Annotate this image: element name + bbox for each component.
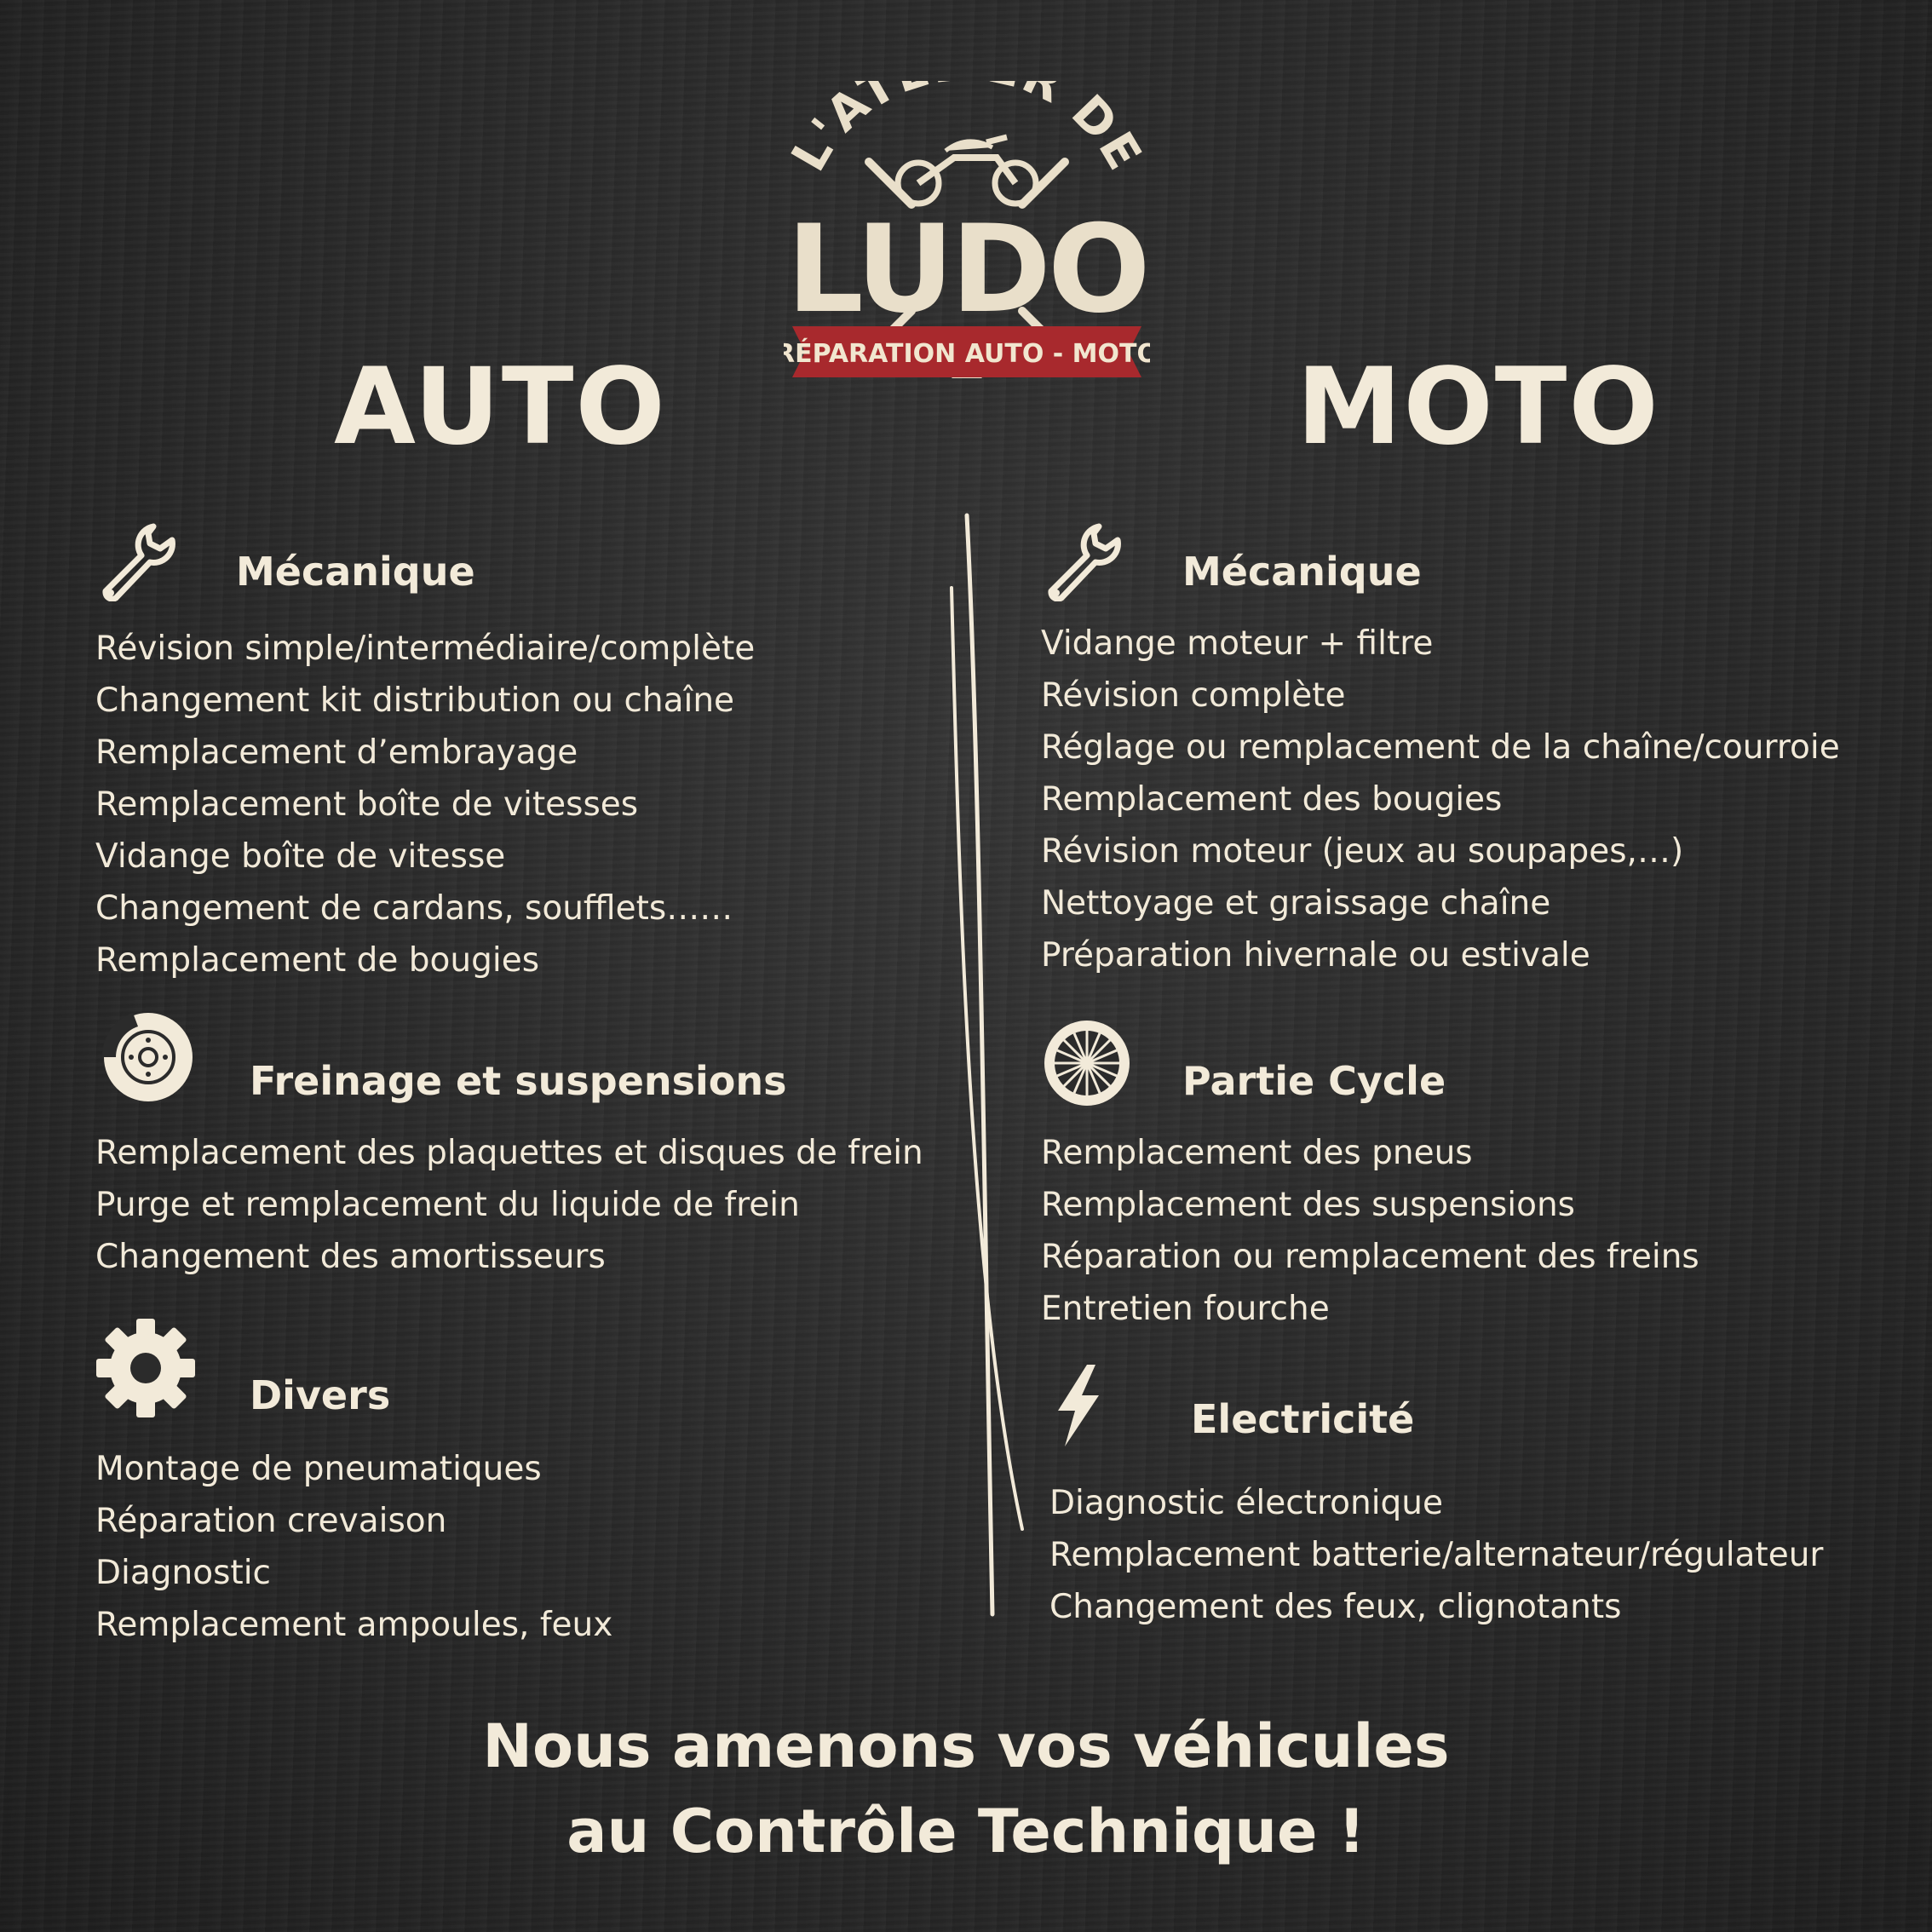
list-item: Montage de pneumatiques	[95, 1450, 542, 1488]
wrench-icon	[102, 523, 175, 601]
brand-logo: L'ATELIER DE LUDO RÉPARATION AUTO - MOTO	[775, 36, 1159, 388]
list-item: Réparation ou remplacement des freins	[1041, 1238, 1699, 1276]
list-item: Révision complète	[1041, 676, 1346, 715]
list-item: Remplacement des pneus	[1041, 1134, 1473, 1172]
auto-mecanique-list: Révision simple/intermédiaire/complète C…	[95, 623, 755, 986]
list-item: Remplacement d’embrayage	[95, 733, 578, 772]
moto-mecanique-list: Vidange moteur + filtre Révision complèt…	[1041, 618, 1840, 981]
motorcycle-icon	[894, 134, 1039, 207]
list-item: Remplacement boîte de vitesses	[95, 785, 639, 824]
list-item: Révision moteur (jeux au soupapes,…)	[1041, 832, 1684, 871]
auto-section-title-freinage: Freinage et suspensions	[250, 1058, 787, 1104]
logo-graphic: L'ATELIER DE LUDO RÉPARATION AUTO - MOTO	[775, 36, 1159, 378]
moto-section-title-mecanique: Mécanique	[1182, 549, 1422, 595]
auto-section-title-mecanique: Mécanique	[236, 549, 475, 595]
footer-line-1: Nous amenons vos véhicules	[482, 1711, 1450, 1781]
list-item: Vidange moteur + filtre	[1041, 624, 1434, 663]
footer-message: Nous amenons vos véhicules au Contrôle T…	[0, 1704, 1932, 1874]
moto-electricite-list: Diagnostic électronique Remplacement bat…	[1049, 1477, 1823, 1633]
list-item: Remplacement des bougies	[1041, 780, 1503, 819]
list-item: Remplacement batterie/alternateur/régula…	[1049, 1536, 1824, 1574]
list-item: Nettoyage et graissage chaîne	[1041, 884, 1551, 923]
svg-text:RÉPARATION AUTO - MOTO: RÉPARATION AUTO - MOTO	[784, 338, 1150, 369]
logo-name: LUDO	[786, 199, 1147, 340]
lightning-icon	[1058, 1365, 1099, 1446]
list-item: Réparation crevaison	[95, 1502, 447, 1540]
gear-icon	[96, 1319, 195, 1417]
moto-section-title-cycle: Partie Cycle	[1182, 1058, 1446, 1104]
wrench-icon	[1048, 523, 1121, 601]
logo-ribbon: RÉPARATION AUTO - MOTO	[775, 326, 1159, 377]
moto-cycle-list: Remplacement des pneus Remplacement des …	[1041, 1127, 1699, 1335]
list-item: Remplacement des plaquettes et disques d…	[95, 1134, 923, 1172]
list-item: Préparation hivernale ou estivale	[1041, 936, 1590, 975]
auto-freinage-list: Remplacement des plaquettes et disques d…	[95, 1127, 923, 1283]
auto-heading: AUTO	[334, 346, 667, 469]
list-item: Entretien fourche	[1041, 1290, 1330, 1328]
list-item: Vidange boîte de vitesse	[95, 837, 506, 876]
list-item: Diagnostic	[95, 1554, 271, 1592]
moto-section-title-electricite: Electricité	[1191, 1396, 1415, 1442]
list-item: Remplacement ampoules, feux	[95, 1606, 613, 1644]
moto-heading: MOTO	[1297, 346, 1660, 469]
column-divider	[950, 513, 1024, 1617]
list-item: Purge et remplacement du liquide de frei…	[95, 1186, 800, 1224]
wrench-cross-icon	[865, 158, 1069, 341]
list-item: Diagnostic électronique	[1049, 1484, 1444, 1522]
list-item: Changement des amortisseurs	[95, 1238, 606, 1276]
footer-line-2: au Contrôle Technique !	[566, 1797, 1366, 1866]
list-item: Réglage ou remplacement de la chaîne/cou…	[1041, 728, 1840, 767]
auto-divers-list: Montage de pneumatiques Réparation creva…	[95, 1443, 612, 1651]
logo-arc-text: L'ATELIER DE	[784, 81, 1150, 181]
list-item: Remplacement de bougies	[95, 941, 540, 980]
auto-section-title-divers: Divers	[250, 1372, 391, 1418]
list-item: Remplacement des suspensions	[1041, 1186, 1575, 1224]
list-item: Changement des feux, clignotants	[1049, 1588, 1622, 1626]
list-item: Changement de cardans, soufflets……	[95, 889, 733, 928]
list-item: Changement kit distribution ou chaîne	[95, 681, 735, 720]
list-item: Révision simple/intermédiaire/complète	[95, 630, 756, 668]
brake-disc-icon	[101, 1013, 193, 1101]
wheel-icon	[1044, 1021, 1130, 1106]
